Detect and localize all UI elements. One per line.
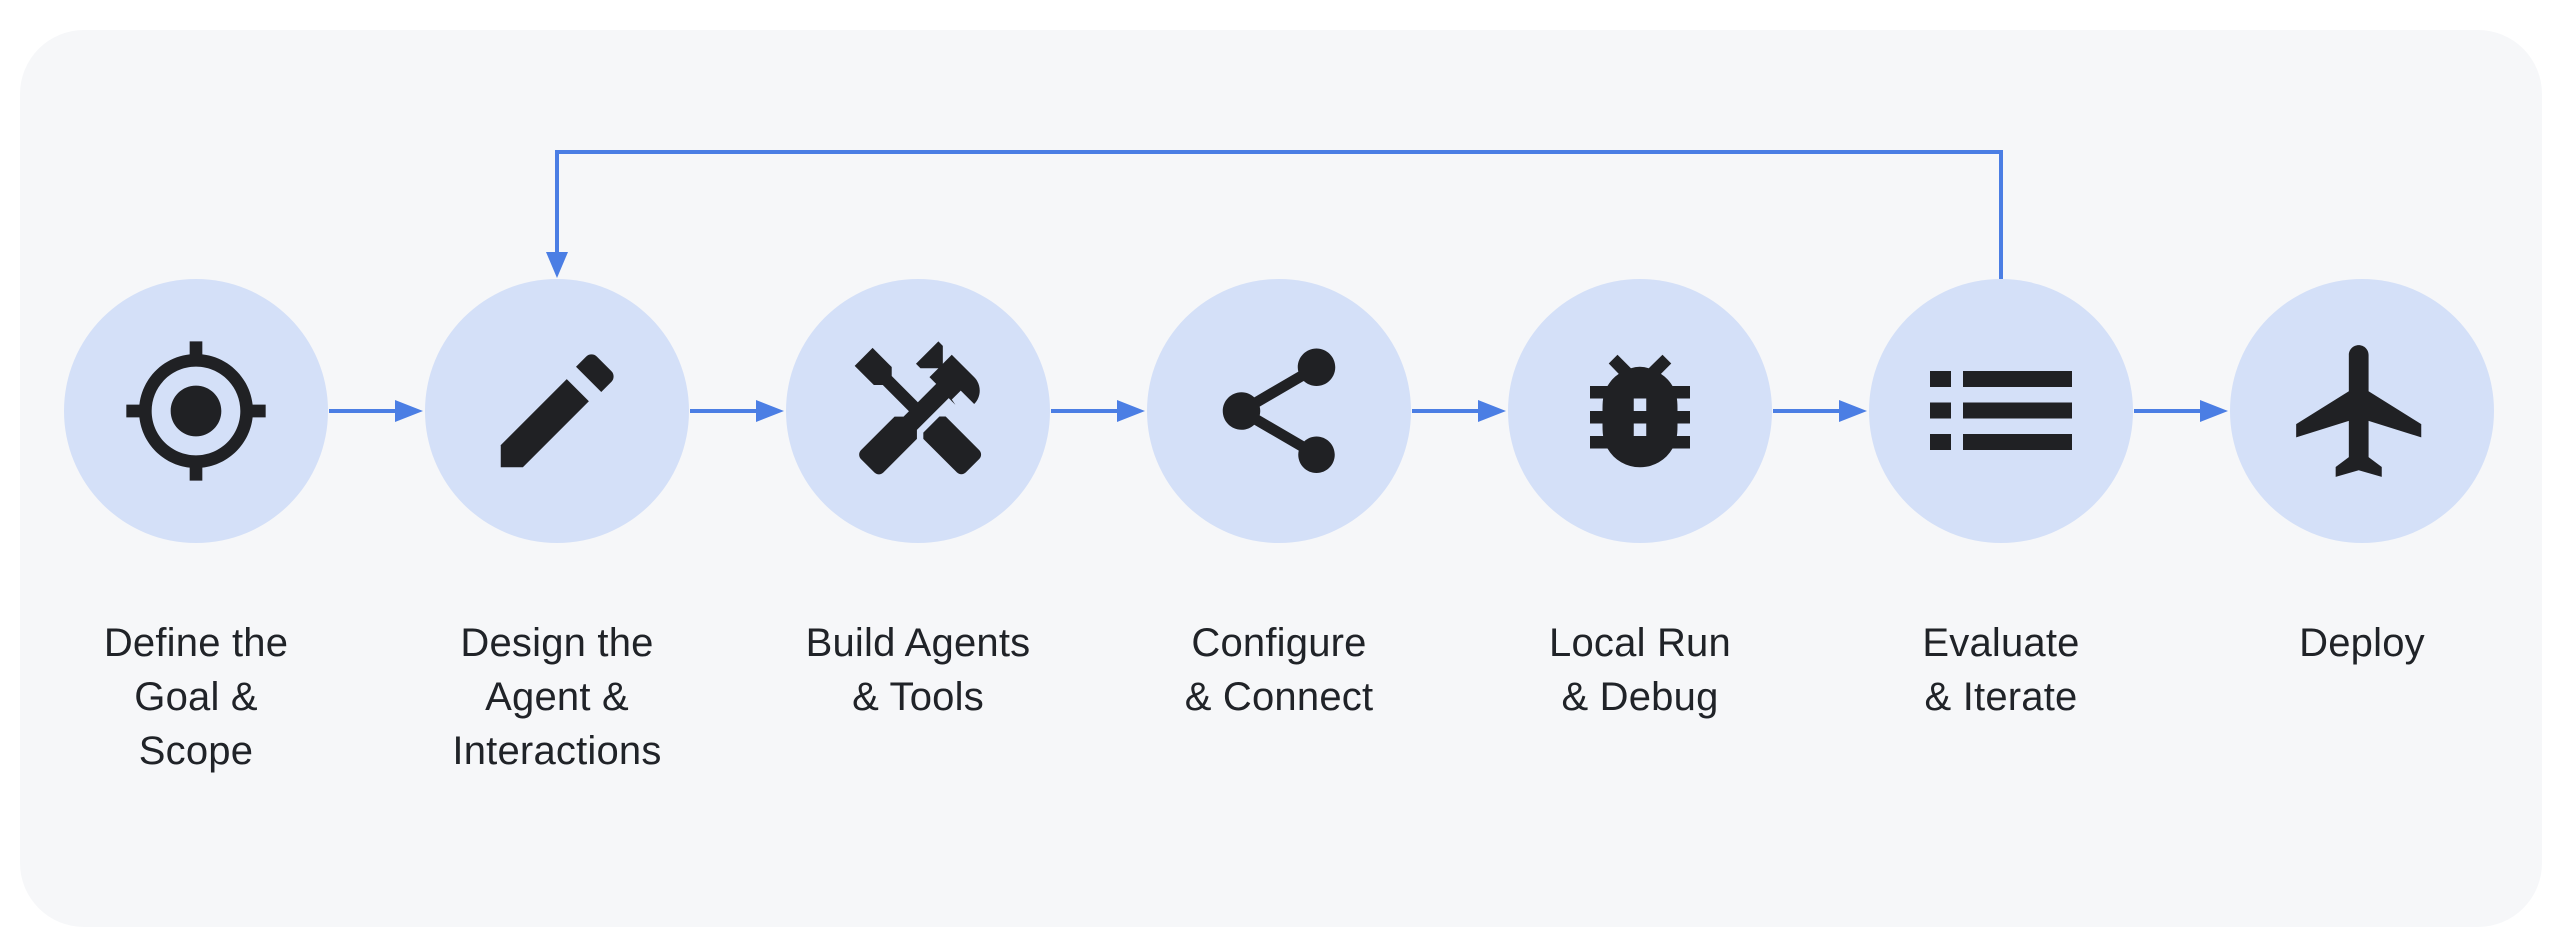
airplane-icon xyxy=(2296,345,2422,477)
node-circle xyxy=(2230,279,2494,543)
tools-icon xyxy=(854,341,982,475)
node-circle xyxy=(64,279,328,543)
node-circle xyxy=(425,279,689,543)
target-icon xyxy=(126,341,266,481)
pencil-icon xyxy=(500,354,614,468)
node-circle xyxy=(1508,279,1772,543)
node-circle xyxy=(786,279,1050,543)
step-label: Design the Agent & Interactions xyxy=(452,621,662,773)
step-label: Configure & Connect xyxy=(1184,621,1374,719)
node-circle xyxy=(1147,279,1411,543)
step-label: Local Run & Debug xyxy=(1549,621,1731,719)
step-label: Build Agents & Tools xyxy=(805,621,1031,719)
node-circle xyxy=(1869,279,2133,543)
step-label: Deploy xyxy=(2299,621,2425,665)
share-icon xyxy=(1222,348,1336,473)
step-label: Define the Goal & Scope xyxy=(103,621,289,773)
step-label: Evaluate & Iterate xyxy=(1922,621,2080,719)
list-icon xyxy=(1930,371,2072,450)
bug-icon xyxy=(1590,354,1690,468)
